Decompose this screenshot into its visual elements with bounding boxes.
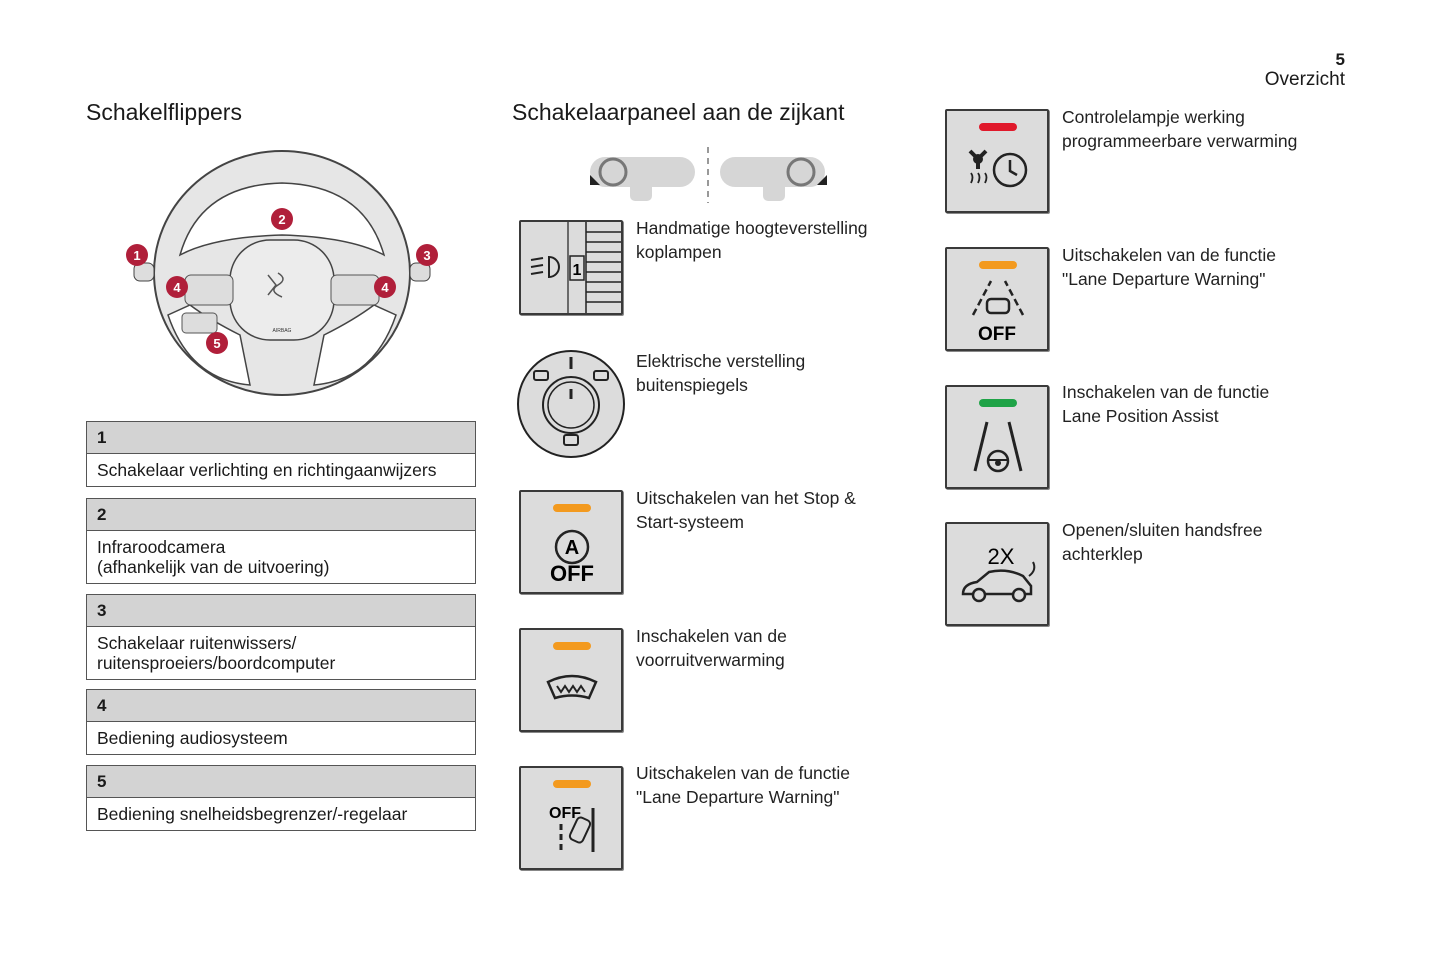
lane-position-assist-icon[interactable] <box>945 385 1049 489</box>
desc-stop-start: Uitschakelen van het Stop &Start-systeem <box>636 488 856 532</box>
off-label: OFF <box>550 561 594 586</box>
legend-text: ruitensproeiers/boordcomputer <box>97 653 336 673</box>
desc-lane-departure: Uitschakelen van de functie"Lane Departu… <box>636 763 851 807</box>
handsfree-tailgate-icon[interactable]: 2X <box>945 522 1049 626</box>
programmable-heating-icon[interactable] <box>945 109 1049 213</box>
headlamp-level-icon[interactable]: 1 <box>519 220 623 315</box>
lane-departure-off-icon[interactable]: OFF <box>945 247 1049 351</box>
steering-wheel-illustration: AIRBAG 1 2 3 4 4 5 <box>126 150 438 396</box>
off-label: OFF <box>549 805 581 822</box>
legend-text: (afhankelijk van de uitvoering) <box>97 557 330 577</box>
double-kick-label: 2X <box>988 544 1015 569</box>
headlamp-level-value: 1 <box>573 262 582 279</box>
heading-steering-controls: Schakelflippers <box>86 99 242 125</box>
stop-start-off-icon[interactable]: A OFF <box>519 490 623 594</box>
callout-2: 2 <box>278 212 285 227</box>
legend-number: 1 <box>87 422 475 454</box>
callout-5: 5 <box>213 336 220 351</box>
section-title: Overzicht <box>1264 69 1345 90</box>
legend-text: Schakelaar verlichting en richtingaanwij… <box>97 460 437 480</box>
windscreen-heating-icon[interactable] <box>519 628 623 732</box>
legend-item-4: 4 Bediening audiosysteem <box>86 689 476 755</box>
svg-text:A: A <box>565 537 579 559</box>
callout-1: 1 <box>133 248 140 263</box>
mirror-adjust-icon[interactable] <box>516 349 626 459</box>
legend-text: Schakelaar ruitenwissers/ <box>97 633 297 653</box>
legend-item-1: 1 Schakelaar verlichting en richtingaanw… <box>86 421 476 487</box>
callout-3: 3 <box>423 248 430 263</box>
side-panel-location-illustration <box>590 147 827 203</box>
callout-4-left: 4 <box>173 280 181 295</box>
legend-number: 3 <box>87 595 475 627</box>
legend-item-2: 2 Infraroodcamera(afhankelijk van de uit… <box>86 498 476 584</box>
legend-number: 2 <box>87 499 475 531</box>
heading-side-panel: Schakelaarpaneel aan de zijkant <box>512 99 845 125</box>
desc-lane-departure-off: Uitschakelen van de functie"Lane Departu… <box>1062 245 1277 289</box>
lane-departure-off-icon[interactable]: OFF <box>519 766 623 870</box>
legend-number: 4 <box>87 690 475 722</box>
legend-item-5: 5 Bediening snelheidsbegrenzer/-regelaar <box>86 765 476 831</box>
legend-text: Infraroodcamera <box>97 537 226 557</box>
legend-text: Bediening audiosysteem <box>97 728 288 748</box>
airbag-label: AIRBAG <box>273 328 292 334</box>
off-label: OFF <box>978 324 1016 345</box>
legend-number: 5 <box>87 766 475 798</box>
page-number: 5 <box>1335 50 1345 69</box>
legend-item-3: 3 Schakelaar ruitenwissers/ruitensproeie… <box>86 594 476 680</box>
callout-4-right: 4 <box>381 280 389 295</box>
legend-text: Bediening snelheidsbegrenzer/-regelaar <box>97 804 408 824</box>
